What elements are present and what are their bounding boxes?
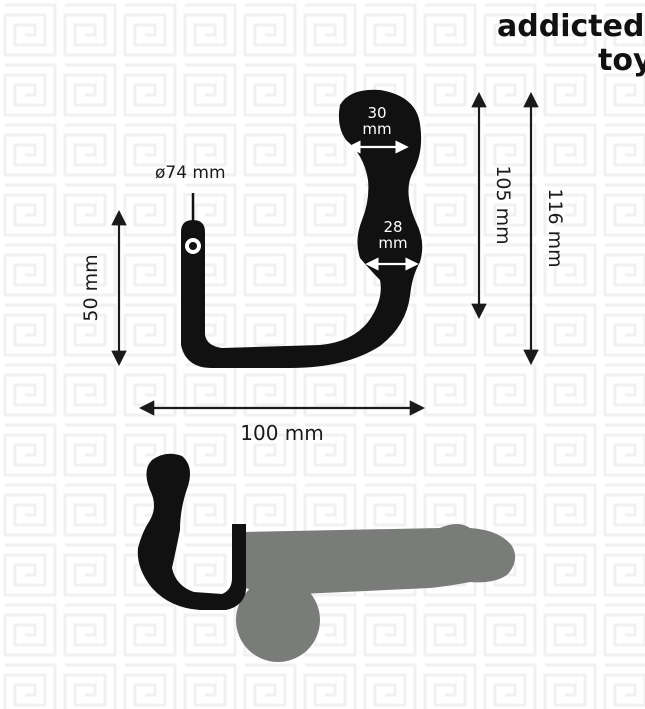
brand-line-1: addicted [497,9,644,44]
width-bottom-label: 100 mm [240,421,324,445]
height-left-label: 50 mm [80,254,102,321]
plug-height-inner-label: 105 mm [492,165,514,244]
plug-height-total-label: 116 mm [544,188,566,267]
neck-width-value: 28 [383,218,402,236]
model-silhouette [236,524,516,662]
product-top-view: 30 mm 28 mm [181,89,423,368]
tip-width-value: 30 [367,104,386,122]
product-silhouette [181,89,423,368]
ring-diameter-label: ø74 mm [155,163,226,183]
brand-logo: addicted toys [497,9,645,78]
tip-width-unit: mm [362,120,391,138]
usage-illustration [137,453,516,662]
brand-line-2: toys [598,43,645,78]
product-in-use [137,453,246,610]
neck-width-unit: mm [378,234,407,252]
